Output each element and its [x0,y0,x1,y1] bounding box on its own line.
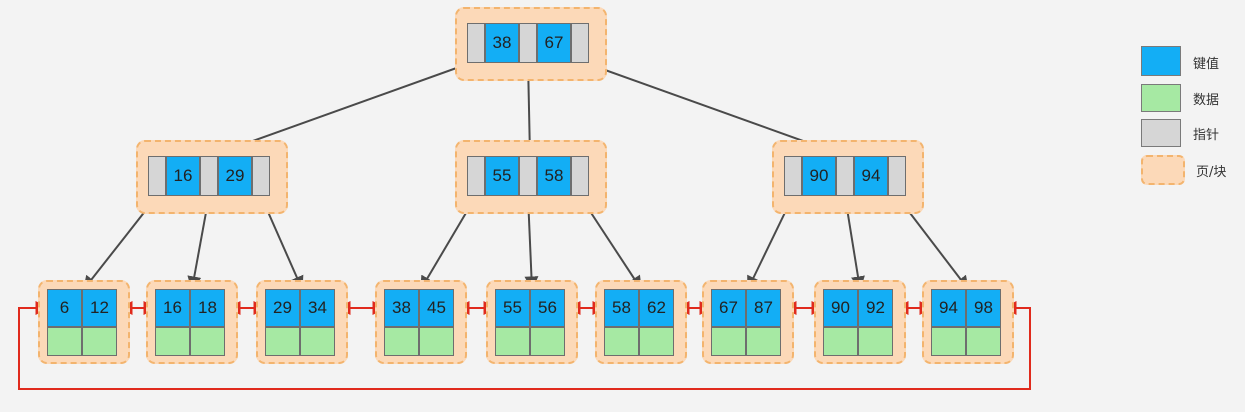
legend-key-label: 键值 [1193,57,1220,72]
leaf-key: 12 [82,289,117,327]
internal-node-key: 58 [537,156,571,196]
internal-node-pointer [252,156,270,196]
leaf-data [419,327,454,356]
leaf-key: 18 [190,289,225,327]
internal-node-pointer [571,156,589,196]
leaf-data [823,327,858,356]
internal-node-key: 94 [854,156,888,196]
internal-node-key: 29 [218,156,252,196]
internal-node-pointer [784,156,802,196]
leaf-key: 87 [746,289,781,327]
internal-node-pointer [467,156,485,196]
leaf-data [604,327,639,356]
leaf-data [931,327,966,356]
leaf-data [966,327,1001,356]
leaf-key: 58 [604,289,639,327]
leaf-key: 98 [966,289,1001,327]
internal-node-pointer [200,156,218,196]
legend-page-label: 页/块 [1196,165,1227,180]
leaf-data [300,327,335,356]
legend-data-label: 数据 [1193,93,1220,108]
internal-node-pointer [148,156,166,196]
leaf-data [495,327,530,356]
leaf-data [530,327,565,356]
leaf-key: 62 [639,289,674,327]
leaf-key: 16 [155,289,190,327]
root-node-pointer [467,23,485,63]
leaf-key: 29 [265,289,300,327]
legend-page-swatch [1141,155,1185,185]
root-node-key: 38 [485,23,519,63]
root-node-pointer [519,23,537,63]
leaf-data [155,327,190,356]
leaf-data [639,327,674,356]
leaf-key: 94 [931,289,966,327]
internal-node-key: 55 [485,156,519,196]
internal-node-key: 16 [166,156,200,196]
leaf-key: 45 [419,289,454,327]
leaf-data [384,327,419,356]
leaf-data [47,327,82,356]
leaf-data [746,327,781,356]
root-node-key: 67 [537,23,571,63]
legend-data-swatch [1141,84,1181,112]
leaf-key: 55 [495,289,530,327]
leaf-key: 56 [530,289,565,327]
leaf-key: 38 [384,289,419,327]
internal-node-pointer [519,156,537,196]
root-node-pointer [571,23,589,63]
leaf-data [265,327,300,356]
internal-node-key: 90 [802,156,836,196]
leaf-key: 34 [300,289,335,327]
internal-node-pointer [836,156,854,196]
leaf-data [82,327,117,356]
legend-pointer-swatch [1141,119,1181,147]
leaf-key: 92 [858,289,893,327]
leaf-key: 67 [711,289,746,327]
leaf-data [858,327,893,356]
leaf-data [190,327,225,356]
legend-pointer-label: 指针 [1193,128,1220,143]
leaf-key: 6 [47,289,82,327]
leaf-key: 90 [823,289,858,327]
leaf-wraparound-link [18,301,1031,390]
leaf-data [711,327,746,356]
legend-key-swatch [1141,46,1181,76]
internal-node-pointer [888,156,906,196]
